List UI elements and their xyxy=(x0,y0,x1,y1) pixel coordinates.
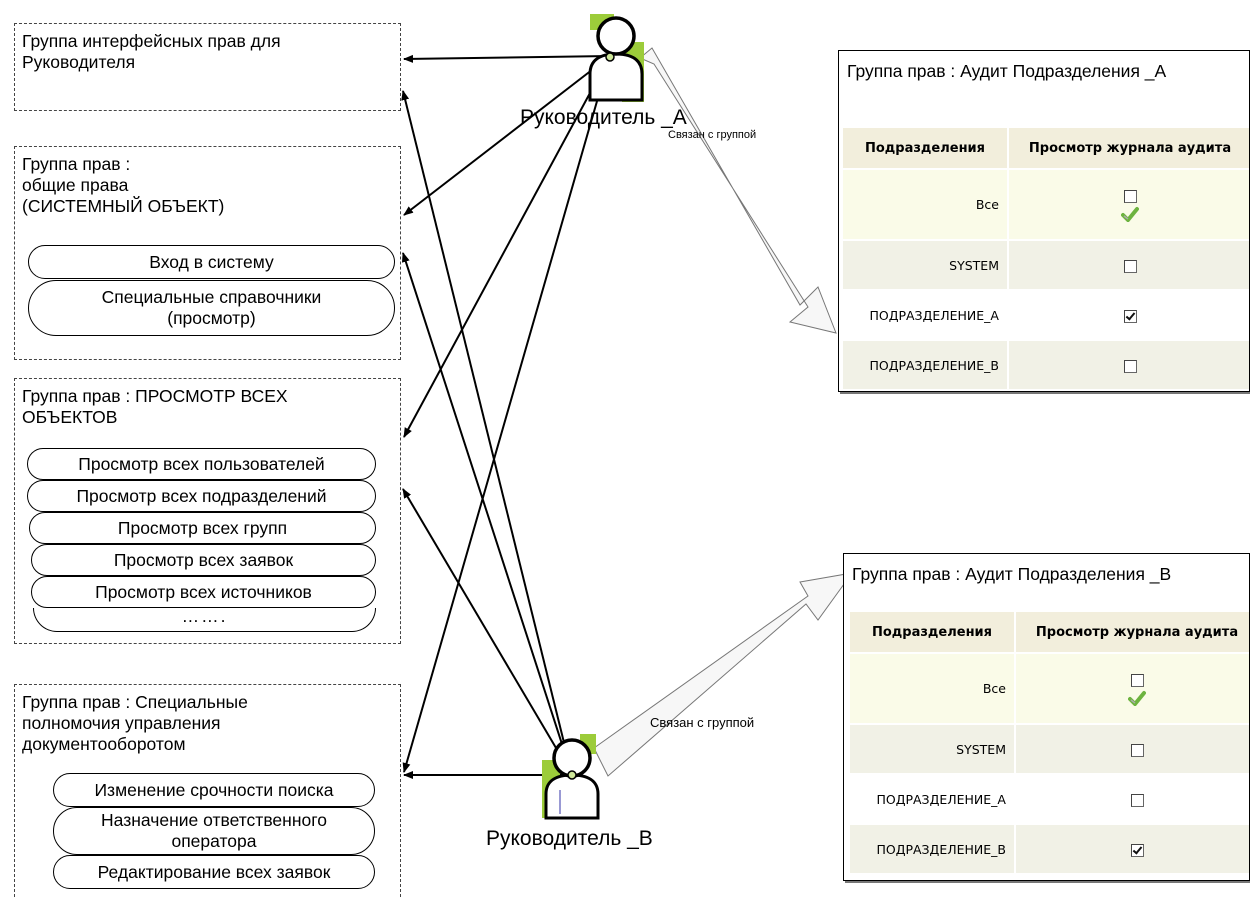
audit-checkbox-checked[interactable] xyxy=(1130,843,1144,857)
audit-panel-a: Группа прав : Аудит Подразделения _А Под… xyxy=(838,50,1250,392)
group-title: Группа интерфейсных прав для Руководител… xyxy=(22,31,281,72)
link-a-common-rights xyxy=(403,55,611,216)
user-name: Руководитель _А xyxy=(520,106,687,129)
audit-checkbox-checked[interactable] xyxy=(1123,309,1137,323)
right-item: Назначение ответственного оператора xyxy=(53,807,375,855)
link-b-view-all xyxy=(402,488,573,776)
group-title: Группа прав : Специальные полномочия упр… xyxy=(22,692,248,754)
audit-checkbox[interactable] xyxy=(1123,359,1137,373)
audit-checkbox[interactable] xyxy=(1123,189,1137,203)
group-interface-rights: Группа интерфейсных прав для Руководител… xyxy=(14,23,401,111)
column-header: Просмотр журнала аудита xyxy=(1008,128,1249,170)
user-name: Руководитель _В xyxy=(486,827,653,850)
right-item: Просмотр всех заявок xyxy=(31,544,376,576)
assoc-label: Связан с группой xyxy=(650,715,755,730)
user-icon xyxy=(588,14,644,102)
right-item: Просмотр всех пользователей xyxy=(27,448,376,480)
assoc-label: Связан с группой xyxy=(668,129,757,141)
right-item: Специальные справочники (просмотр) xyxy=(28,280,395,336)
assoc-arrow-b xyxy=(593,572,854,777)
group-title: Группа прав : ПРОСМОТР ВСЕХ ОБЪЕКТОВ xyxy=(22,386,288,427)
dept-cell: Все xyxy=(850,653,1016,725)
right-item: Вход в систему xyxy=(28,245,395,279)
right-item: Просмотр всех источников xyxy=(31,576,376,608)
column-header: Подразделения xyxy=(850,612,1016,654)
dept-cell: ПОДРАЗДЕЛЕНИЕ_В xyxy=(843,340,1009,391)
audit-title: Группа прав : Аудит Подразделения _В xyxy=(852,564,1172,584)
user-icon xyxy=(542,734,600,820)
audit-checkbox[interactable] xyxy=(1123,259,1137,273)
column-header: Подразделения xyxy=(843,128,1009,170)
dept-cell: SYSTEM xyxy=(843,240,1009,291)
group-view-all-objects: Группа прав : ПРОСМОТР ВСЕХ ОБЪЕКТОВ Про… xyxy=(14,378,401,644)
audit-checkbox[interactable] xyxy=(1130,673,1144,687)
group-doc-management: Группа прав : Специальные полномочия упр… xyxy=(14,684,401,897)
dept-cell: ПОДРАЗДЕЛЕНИЕ_В xyxy=(850,824,1016,875)
link-b-interface-group xyxy=(401,90,573,776)
right-item: Просмотр всех подразделений xyxy=(27,480,376,512)
assoc-arrow-a xyxy=(639,47,837,334)
column-header: Просмотр журнала аудита xyxy=(1015,612,1249,654)
group-common-rights: Группа прав : общие права (СИСТЕМНЫЙ ОБЪ… xyxy=(14,146,401,360)
audit-table: Подразделения Просмотр журнала аудита Вс… xyxy=(843,128,1249,391)
green-check-icon xyxy=(1128,690,1146,706)
green-check-icon xyxy=(1121,206,1139,222)
audit-panel-b: Группа прав : Аудит Подразделения _В Под… xyxy=(843,553,1250,881)
link-a-doc-mgmt xyxy=(402,55,611,773)
audit-table: Подразделения Просмотр журнала аудита Вс… xyxy=(850,612,1249,875)
dept-cell: ПОДРАЗДЕЛЕНИЕ_А xyxy=(850,774,1016,825)
link-b-common-rights xyxy=(401,252,573,776)
dept-cell: Все xyxy=(843,169,1009,241)
audit-title: Группа прав : Аудит Подразделения _А xyxy=(847,61,1167,81)
dept-cell: SYSTEM xyxy=(850,724,1016,775)
right-item: Редактирование всех заявок xyxy=(53,855,375,889)
right-item-more: ……. xyxy=(33,607,376,632)
group-title: Группа прав : общие права (СИСТЕМНЫЙ ОБЪ… xyxy=(22,154,225,216)
dept-cell: ПОДРАЗДЕЛЕНИЕ_А xyxy=(843,290,1009,341)
right-item: Просмотр всех групп xyxy=(29,512,376,544)
link-a-interface-group xyxy=(403,54,611,63)
right-item: Изменение срочности поиска xyxy=(53,773,375,807)
audit-checkbox[interactable] xyxy=(1130,743,1144,757)
audit-checkbox[interactable] xyxy=(1130,793,1144,807)
